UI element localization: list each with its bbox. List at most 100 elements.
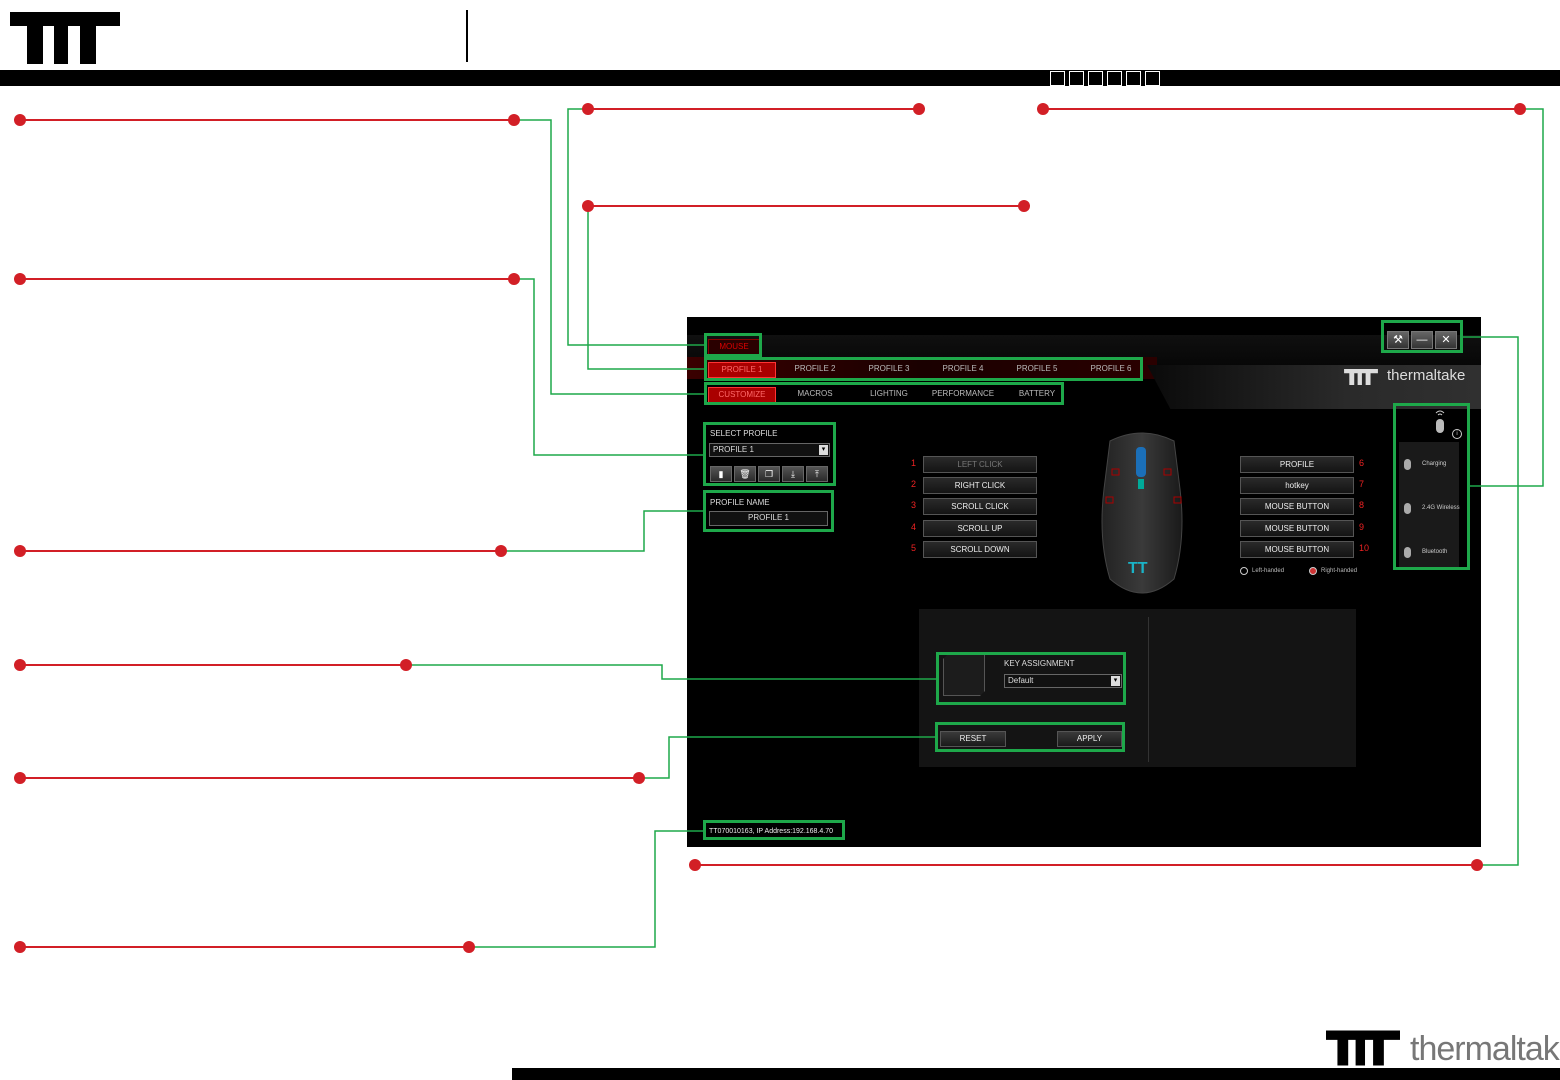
left-handed-label: Left-handed <box>1252 568 1285 574</box>
annotation-pin <box>463 941 475 953</box>
select-profile-label: SELECT PROFILE <box>710 429 778 438</box>
profile-name-label: PROFILE NAME <box>710 498 770 507</box>
left-button-number: 1 <box>911 458 917 468</box>
annotation-pin <box>495 545 507 557</box>
info-icon[interactable]: i <box>1452 429 1462 439</box>
profile-name-field[interactable]: PROFILE 1 <box>709 511 828 526</box>
left-mapping-button[interactable]: SCROLL DOWN <box>923 540 1037 558</box>
header-squares <box>1050 71 1160 86</box>
annotation-box-mode <box>704 333 762 357</box>
copy-icon[interactable]: ❐ <box>758 466 780 482</box>
annotation-box-subtabs <box>704 382 1064 405</box>
thermaltake-logo-icon <box>1344 369 1378 385</box>
svg-text:TT: TT <box>1128 560 1148 577</box>
tab-profile-1[interactable]: PROFILE 1 <box>708 362 776 378</box>
left-handed-radio[interactable] <box>1240 567 1248 575</box>
annotation-box-key-assignment <box>936 652 1126 705</box>
apply-button[interactable]: APPLY <box>1057 731 1122 747</box>
left-mapping-button[interactable]: SCROLL CLICK <box>923 498 1037 516</box>
save-icon[interactable]: ▮ <box>710 466 732 482</box>
svg-text:®: ® <box>116 13 120 21</box>
right-mapping-button[interactable]: hotkey <box>1240 477 1354 495</box>
left-button-number: 2 <box>911 479 917 490</box>
key-assignment-panel: KEY ASSIGNMENT Default ▾ RESET APPLY <box>919 609 1356 767</box>
chevron-down-icon: ▾ <box>1111 676 1120 686</box>
tab-profile-5[interactable]: PROFILE 5 <box>1016 364 1058 373</box>
annotation-pin <box>689 859 701 871</box>
right-handed-label: Right-handed <box>1321 568 1358 574</box>
left-button-number: 4 <box>911 521 917 532</box>
right-mapping-button[interactable]: PROFILE <box>1240 456 1354 473</box>
mouse-image: TT <box>1101 432 1183 594</box>
tab-battery[interactable]: BATTERY <box>1018 389 1056 398</box>
annotation-box-select-profile <box>703 422 836 486</box>
annotation-pin <box>14 772 26 784</box>
mouse-status-icon <box>1404 459 1411 470</box>
profile-select[interactable]: PROFILE 1 ▾ <box>709 443 830 457</box>
footer-bar <box>512 1068 1560 1080</box>
mouse-status-icon <box>1404 547 1411 558</box>
annotation-pin <box>913 103 925 115</box>
annotation-pin <box>582 103 594 115</box>
annotation-box-profiles <box>704 357 1143 381</box>
right-button-number: 9 <box>1359 521 1365 532</box>
delete-icon[interactable]: 🗑 <box>734 466 756 482</box>
device-mode-label[interactable]: Bluetooth <box>1422 549 1448 555</box>
mouse-status-icon <box>1404 503 1411 514</box>
thermaltake-logo-icon: ® <box>10 12 120 64</box>
left-button-number: 5 <box>911 542 917 553</box>
annotation-pin <box>14 114 26 126</box>
annotation-pin <box>400 659 412 671</box>
left-mapping-button[interactable]: SCROLL UP <box>923 519 1037 537</box>
key-assignment-label: KEY ASSIGNMENT <box>1004 659 1075 668</box>
thermaltake-logo-icon <box>1326 1030 1400 1066</box>
brand-name: thermaltake <box>1387 367 1466 384</box>
tab-profile-2[interactable]: PROFILE 2 <box>794 364 836 373</box>
profile-band <box>687 357 1157 379</box>
tab-profile-4[interactable]: PROFILE 4 <box>942 364 984 373</box>
tab-performance[interactable]: PERFORMANCE <box>931 389 995 398</box>
annotation-box-buttons <box>935 722 1125 752</box>
tab-profile-3[interactable]: PROFILE 3 <box>868 364 910 373</box>
annotation-box-device <box>1393 403 1470 570</box>
close-button[interactable]: ✕ <box>1435 331 1457 349</box>
footer-brand-name: thermaltake <box>1410 1030 1560 1068</box>
tab-profile-6[interactable]: PROFILE 6 <box>1090 364 1132 373</box>
tab-macros[interactable]: MACROS <box>797 389 833 398</box>
left-mapping-button[interactable]: LEFT CLICK <box>923 456 1037 473</box>
right-mapping-button[interactable]: MOUSE BUTTON <box>1240 498 1354 516</box>
annotation-box-window-controls <box>1381 320 1463 353</box>
annotation-box-status <box>703 820 845 840</box>
header-bar <box>0 70 1560 86</box>
status-line: TT070010163, IP Address:192.168.4.70 <box>709 828 834 835</box>
right-handed-radio[interactable] <box>1309 567 1317 575</box>
wireless-mouse-icon <box>1435 410 1445 433</box>
annotation-pin <box>508 114 520 126</box>
tab-lighting[interactable]: LIGHTING <box>870 389 908 398</box>
right-mapping-button[interactable]: MOUSE BUTTON <box>1240 540 1354 558</box>
reset-button[interactable]: RESET <box>940 731 1006 747</box>
right-button-number: 8 <box>1359 500 1365 511</box>
settings-button[interactable]: ⚒ <box>1387 331 1409 349</box>
minimize-button[interactable]: — <box>1411 331 1433 349</box>
annotation-pin <box>633 772 645 784</box>
device-mode-label[interactable]: Charging <box>1422 461 1447 467</box>
export-icon[interactable]: ⤒ <box>806 466 828 482</box>
annotation-pin <box>508 273 520 285</box>
right-mapping-button[interactable]: MOUSE BUTTON <box>1240 519 1354 537</box>
import-icon[interactable]: ⤓ <box>782 466 804 482</box>
header-divider <box>466 10 468 62</box>
annotation-pin <box>14 273 26 285</box>
key-assignment-select[interactable]: Default ▾ <box>1004 674 1122 688</box>
annotation-pin <box>1018 200 1030 212</box>
brand-band <box>1147 365 1481 409</box>
annotation-pin <box>582 200 594 212</box>
annotation-pin <box>14 941 26 953</box>
key-assignment-value: Default <box>1008 676 1034 685</box>
left-mapping-button[interactable]: RIGHT CLICK <box>923 477 1037 495</box>
right-button-number: 7 <box>1359 479 1365 490</box>
device-mode-label[interactable]: 2.4G Wireless <box>1422 505 1460 511</box>
right-button-number: 10 <box>1359 542 1370 553</box>
